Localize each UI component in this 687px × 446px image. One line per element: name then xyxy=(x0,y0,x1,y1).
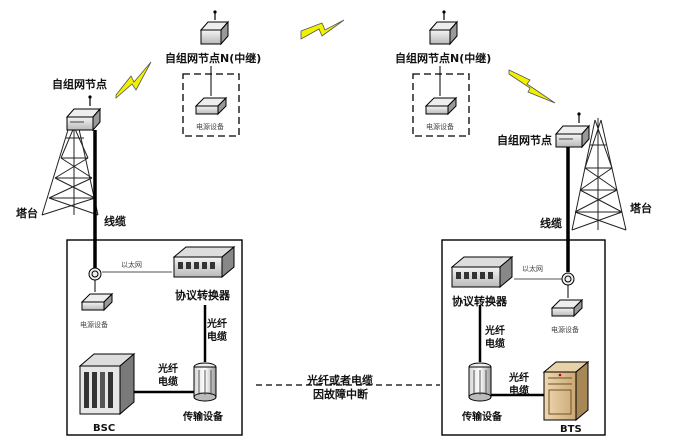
bts-cabinet-icon xyxy=(542,360,590,422)
transmission-left-label: 传输设备 xyxy=(182,410,224,423)
wireless-link-left-icon xyxy=(115,61,152,99)
tower-left-label: 塔台 xyxy=(16,206,38,220)
bts-label: BTS xyxy=(560,424,582,435)
relay-node-right: 自组网节点N(中继) 电源设备 xyxy=(395,10,491,137)
fiber-left-horizontal-label-1: 光纤 xyxy=(157,362,178,375)
fiber-right-vertical-label-2: 电缆 xyxy=(485,337,505,350)
right-equipment-box xyxy=(441,239,606,436)
left-equipment-box xyxy=(66,239,243,436)
radio-node-left-icon xyxy=(65,95,102,132)
fiber-right-vertical-label-1: 光纤 xyxy=(484,324,505,337)
cable-left-label: 线缆 xyxy=(104,214,126,228)
ethernet-right-label: 以太网 xyxy=(522,264,543,273)
radio-node-icon xyxy=(428,10,459,46)
fiber-right-horizontal-label-1: 光纤 xyxy=(508,371,529,384)
relay-left-label: 自组网节点N(中继) xyxy=(165,51,261,65)
transmission-right-label: 传输设备 xyxy=(461,410,503,423)
power-left-label: 电源设备 xyxy=(80,320,108,329)
power-device-left-icon xyxy=(80,292,114,312)
power-device-icon xyxy=(424,96,458,116)
protocol-switch-left-icon xyxy=(172,245,236,279)
fiber-left-vertical-label-2: 电缆 xyxy=(207,330,227,343)
fiber-right-horizontal-label-2: 电缆 xyxy=(509,384,529,397)
wireless-link-top-icon xyxy=(300,19,345,40)
cable-right-label: 线缆 xyxy=(540,216,562,230)
fiber-left-horizontal-label-2: 电缆 xyxy=(158,375,178,388)
transmission-device-left-icon xyxy=(193,362,217,402)
switch-right-label: 协议转换器 xyxy=(452,294,508,308)
relay-node-left: 自组网节点N(中继) 电源设备 xyxy=(165,10,261,137)
power-device-right-icon xyxy=(550,298,584,318)
power-right-label: 电源设备 xyxy=(551,325,579,334)
relay-right-power-label: 电源设备 xyxy=(426,122,454,131)
node-left-label: 自组网节点 xyxy=(52,77,107,91)
relay-right-label: 自组网节点N(中继) xyxy=(395,51,491,65)
bsc-cabinet-icon xyxy=(78,352,136,416)
bsc-label: BSC xyxy=(93,423,115,434)
power-device-icon xyxy=(194,96,228,116)
connector-right-icon xyxy=(561,272,575,286)
relay-left-power-label: 电源设备 xyxy=(196,122,224,131)
node-right-label: 自组网节点 xyxy=(497,133,552,147)
switch-left-label: 协议转换器 xyxy=(175,288,231,302)
wireless-link-right-icon xyxy=(508,69,556,104)
transmission-device-right-icon xyxy=(468,362,492,402)
break-note-line-2: 因故障中断 xyxy=(313,387,368,401)
tower-right-icon xyxy=(571,118,627,231)
radio-node-icon xyxy=(199,10,230,46)
relay-right-box xyxy=(412,73,470,137)
radio-node-right-icon xyxy=(554,112,591,149)
connector-left-icon xyxy=(88,267,102,281)
ethernet-left-label: 以太网 xyxy=(121,260,142,269)
protocol-switch-right-icon xyxy=(450,255,514,289)
fiber-left-vertical-label-1: 光纤 xyxy=(206,317,227,330)
break-note-line-1: 光纤或者电缆 xyxy=(306,373,373,387)
tower-left-icon xyxy=(41,118,99,216)
tower-right-label: 塔台 xyxy=(630,201,652,215)
